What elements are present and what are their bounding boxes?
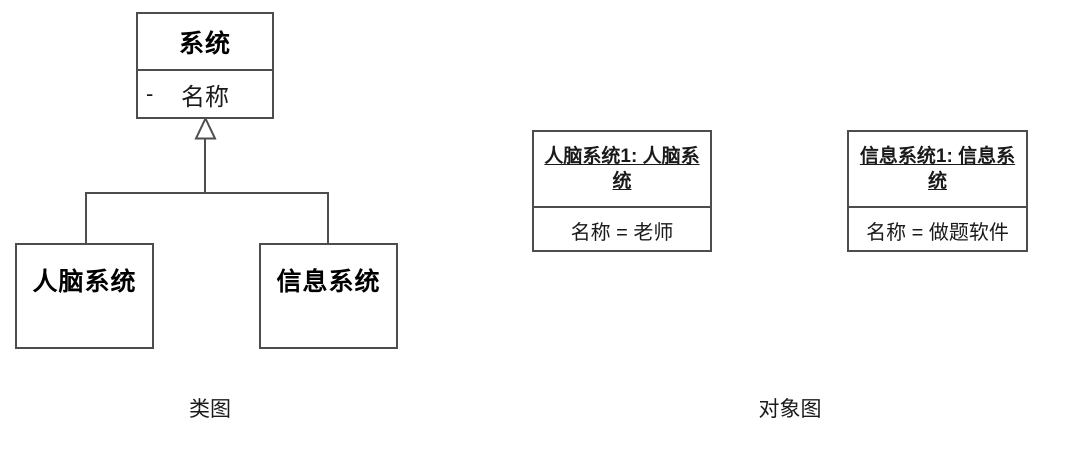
class-name-information-system: 信息系统: [276, 268, 381, 296]
generalization-drop-line-left: [85, 192, 87, 244]
caption-class-diagram: 类图: [189, 398, 231, 421]
generalization-bus-line: [85, 192, 329, 194]
object-box-information-system-1[interactable]: 信息系统1: 信息系统 名称 = 做题软件: [847, 130, 1028, 252]
object-box-human-brain-system-1[interactable]: 人脑系统1: 人脑系统 名称 = 老师: [532, 130, 712, 252]
object-title-compartment-left: 人脑系统1: 人脑系统: [534, 132, 710, 208]
object-slot-information-system-1: 名称 = 做题软件: [866, 221, 1009, 244]
object-slot-human-brain-system-1: 名称 = 老师: [570, 221, 674, 244]
generalization-stem-line: [204, 139, 206, 194]
class-name-system: 系统: [138, 14, 272, 71]
class-attributes-compartment: - 名称: [138, 71, 272, 117]
class-box-information-system[interactable]: 信息系统: [259, 243, 398, 349]
attribute-name-label: 名称: [181, 83, 229, 111]
generalization-arrow-icon: [194, 116, 217, 140]
attribute-visibility-marker: -: [146, 81, 154, 106]
class-name-human-brain-system: 人脑系统: [32, 268, 137, 296]
object-title-compartment-right: 信息系统1: 信息系统: [849, 132, 1026, 208]
generalization-drop-line-right: [327, 192, 329, 244]
class-box-system[interactable]: 系统 - 名称: [136, 12, 274, 119]
object-title-information-system-1: 信息系统1: 信息系统: [859, 146, 1016, 192]
caption-object-diagram: 对象图: [758, 398, 822, 421]
class-box-human-brain-system[interactable]: 人脑系统: [15, 243, 154, 349]
object-title-human-brain-system-1: 人脑系统1: 人脑系统: [544, 146, 700, 192]
